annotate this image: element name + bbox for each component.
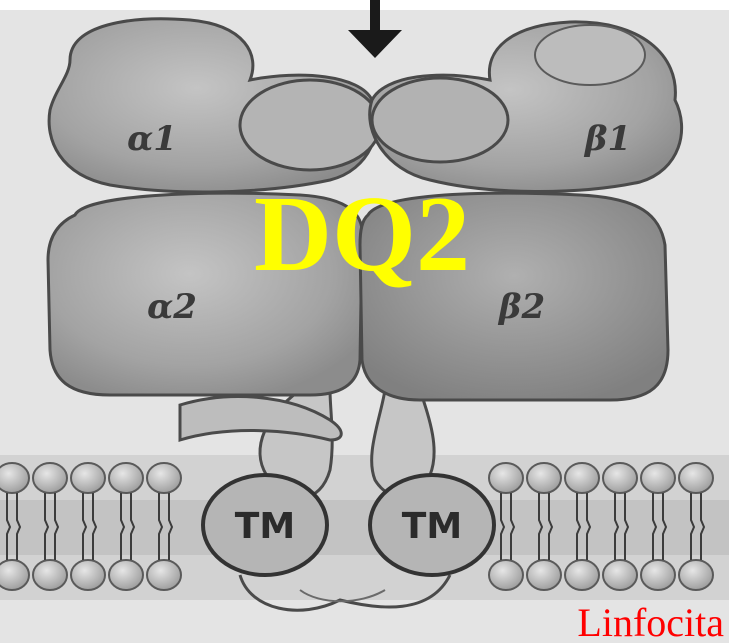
lipid-head bbox=[489, 463, 523, 493]
lipid-head bbox=[147, 463, 181, 493]
beta2-label: β2 bbox=[497, 287, 545, 327]
lipid-head bbox=[109, 463, 143, 493]
lipid-head bbox=[109, 560, 143, 590]
alpha2-label: α2 bbox=[147, 287, 197, 327]
lipid-head bbox=[147, 560, 181, 590]
alpha1-label: α1 bbox=[127, 119, 177, 159]
lipid-head bbox=[527, 463, 561, 493]
lipid-head bbox=[565, 463, 599, 493]
lipid-bilayer bbox=[0, 455, 729, 600]
tm-right-label: TM bbox=[402, 506, 462, 547]
dq2-title: DQ2 bbox=[254, 175, 470, 294]
lipid-head bbox=[679, 560, 713, 590]
lipid-head bbox=[603, 560, 637, 590]
lipid-head bbox=[603, 463, 637, 493]
lipid-head bbox=[33, 463, 67, 493]
beta1-label: β1 bbox=[583, 119, 631, 159]
lipid-head bbox=[0, 463, 29, 493]
cell-label: Linfocita bbox=[577, 600, 724, 643]
tm-left-label: TM bbox=[235, 506, 295, 547]
lipid-head bbox=[33, 560, 67, 590]
lipid-head bbox=[565, 560, 599, 590]
lipid-head bbox=[527, 560, 561, 590]
alpha1-lobe bbox=[240, 80, 380, 170]
beta1-top-lobe bbox=[535, 25, 645, 85]
lipid-head bbox=[71, 560, 105, 590]
lipid-head bbox=[71, 463, 105, 493]
lipid-head bbox=[641, 560, 675, 590]
lipid-head bbox=[679, 463, 713, 493]
lipid-head bbox=[0, 560, 29, 590]
lipid-head bbox=[641, 463, 675, 493]
lipid-head bbox=[489, 560, 523, 590]
top-margin bbox=[0, 0, 729, 10]
beta1-lobe bbox=[372, 78, 508, 162]
